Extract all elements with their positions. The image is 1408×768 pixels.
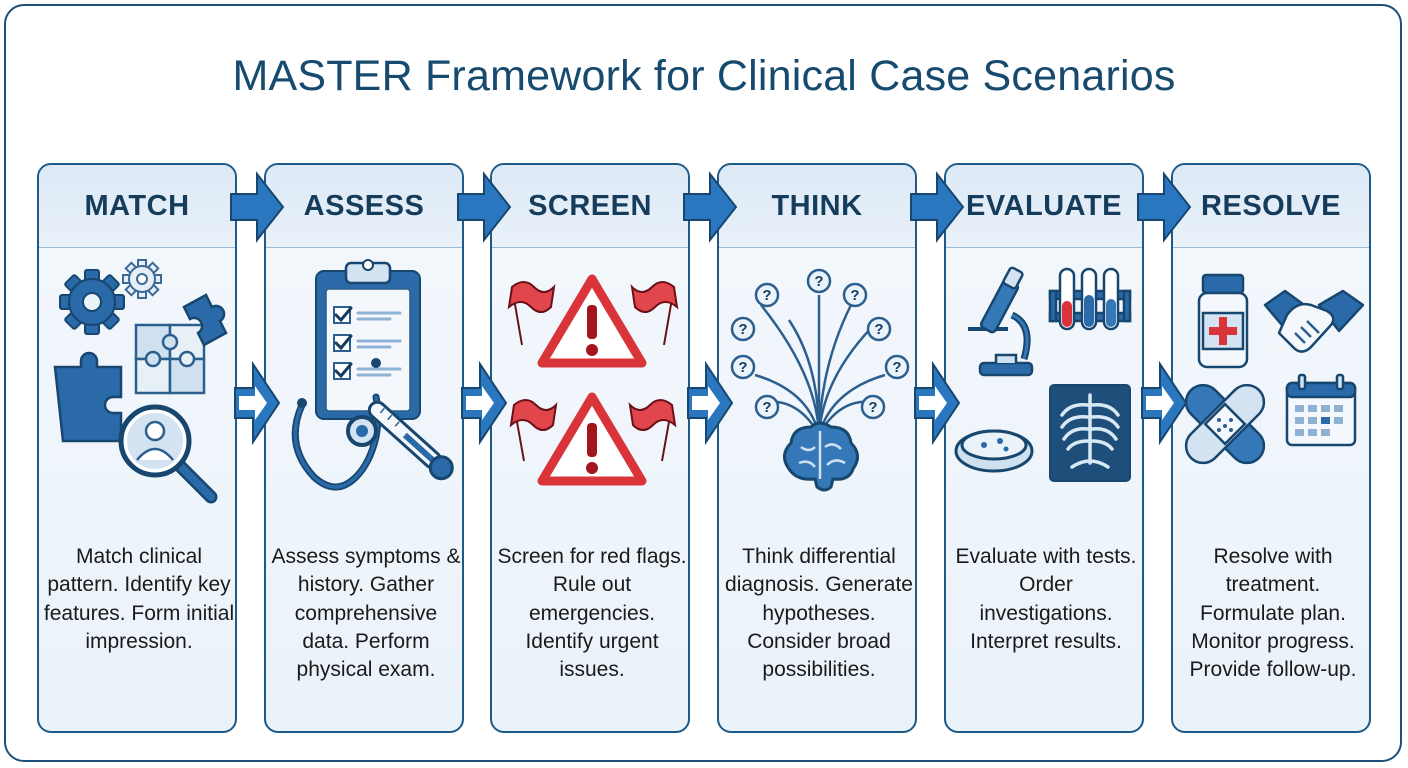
red-flag-icon (507, 281, 679, 346)
stethoscope-icon (291, 358, 382, 491)
handshake-icon (1263, 289, 1365, 353)
x-ray-icon (1049, 384, 1131, 482)
step-card-match: MATCH (37, 163, 237, 733)
step-header: MATCH (39, 165, 235, 248)
petri-dish-icon (954, 429, 1034, 473)
header-arrow-icon (457, 171, 512, 243)
magnifier-person-icon (118, 404, 218, 504)
step-header: RESOLVE (1173, 165, 1369, 248)
warning-triangle-icon (537, 274, 647, 368)
brain-icon (783, 421, 859, 492)
mid-arrow-icon (687, 360, 734, 446)
step-icons (954, 266, 1132, 482)
step-header: SCREEN (492, 165, 688, 248)
gears-icon (59, 269, 125, 335)
step-label: THINK (771, 189, 863, 222)
mid-arrow-icon (461, 360, 508, 446)
mid-arrow-icon (914, 360, 961, 446)
step-icons (507, 274, 679, 486)
header-arrow-icon (910, 171, 965, 243)
step-card-evaluate: EVALUATE (944, 163, 1144, 733)
calendar-icon (1285, 373, 1357, 447)
step-label: ASSESS (303, 189, 425, 222)
thermometer-icon (367, 400, 454, 481)
mid-arrow-icon (1141, 360, 1188, 446)
header-arrow-icon (683, 171, 738, 243)
step-icons: ? ? ? ? ? ? ? ? ? (730, 268, 910, 492)
step-description: Assess symptoms & history. Gather compre… (271, 545, 461, 682)
step-header: EVALUATE (946, 165, 1142, 248)
red-flag-icon (509, 399, 677, 462)
microscope-icon (968, 266, 1034, 377)
header-arrow-icon (230, 171, 285, 243)
clipboard-checklist-icon (315, 259, 421, 420)
mid-arrow-icon (234, 360, 281, 446)
svg-text:?: ? (874, 321, 883, 338)
step-card-think: THINK (717, 163, 917, 733)
test-tubes-icon (1048, 267, 1132, 331)
step-icons (1184, 273, 1365, 465)
step-description: Think differential diagnosis. Generate h… (725, 545, 913, 682)
header-arrow-icon (1137, 171, 1192, 243)
svg-text:?: ? (738, 359, 747, 376)
step-header: ASSESS (266, 165, 462, 248)
svg-text:?: ? (850, 287, 859, 304)
step-card-resolve: RESOLVE (1171, 163, 1371, 733)
svg-text:?: ? (868, 399, 877, 416)
medicine-bottle-icon (1197, 273, 1249, 369)
step-description: Match clinical pattern. Identify key fea… (43, 545, 235, 653)
step-description: Resolve with treatment. Formulate plan. … (1189, 545, 1357, 682)
step-label: EVALUATE (966, 189, 1122, 222)
puzzle-icon (53, 293, 228, 443)
step-card-screen: SCREEN Screen for red flags. Rule out em… (490, 163, 690, 733)
svg-text:?: ? (762, 399, 771, 416)
svg-text:?: ? (738, 321, 747, 338)
step-label: SCREEN (528, 189, 652, 222)
step-label: RESOLVE (1201, 189, 1341, 222)
small-gear-icon (122, 259, 162, 299)
step-icons (53, 259, 228, 504)
bandage-icon (1184, 383, 1266, 465)
page-title: MASTER Framework for Clinical Case Scena… (232, 52, 1176, 100)
warning-triangle-icon (537, 392, 647, 486)
step-description: Screen for red flags. Rule out emergenci… (497, 545, 687, 682)
question-mark-icon: ? ? ? ? ? ? ? ? ? (730, 268, 910, 420)
step-icons (291, 259, 454, 491)
step-card-assess: ASSESS (264, 163, 464, 733)
svg-text:?: ? (892, 359, 901, 376)
svg-text:?: ? (814, 273, 823, 290)
svg-text:?: ? (762, 287, 771, 304)
step-label: MATCH (84, 189, 190, 222)
step-header: THINK (719, 165, 915, 248)
step-description: Evaluate with tests. Order investigation… (955, 545, 1137, 653)
